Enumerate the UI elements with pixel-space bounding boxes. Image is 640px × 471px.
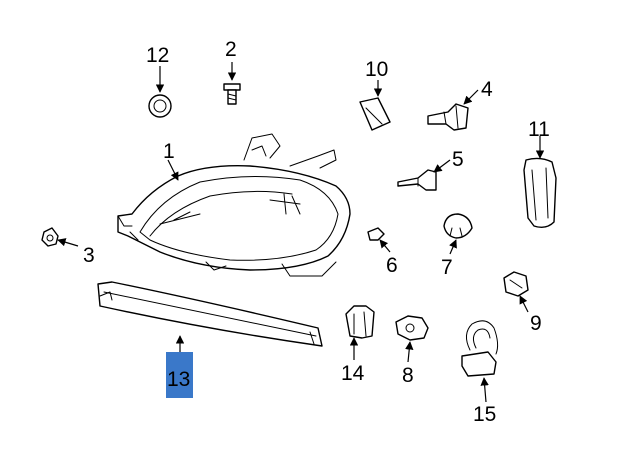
- clip[interactable]: [345, 305, 375, 339]
- callout-numbers: 1 2 3 4 5 6 7 8 9 10 11 12 13 14 15: [83, 38, 550, 426]
- halogen-bulb[interactable]: [427, 103, 469, 131]
- retainer-clip[interactable]: [41, 227, 59, 247]
- bulb-housing[interactable]: [523, 157, 557, 229]
- grommet-ring[interactable]: [148, 94, 172, 118]
- socket[interactable]: [503, 271, 529, 297]
- small-bulb[interactable]: [367, 227, 385, 241]
- callout-3[interactable]: 3: [83, 244, 95, 267]
- leader-lines: [57, 62, 545, 403]
- callout-9[interactable]: 9: [530, 312, 542, 335]
- callout-14[interactable]: 14: [341, 362, 365, 385]
- callout-11[interactable]: 11: [528, 118, 550, 141]
- callout-2[interactable]: 2: [225, 38, 237, 61]
- turn-signal-bulb[interactable]: [443, 213, 473, 239]
- headlamp-assembly[interactable]: [117, 133, 351, 277]
- callout-15[interactable]: 15: [473, 403, 496, 426]
- callout-13-highlight: [166, 352, 193, 398]
- callout-5[interactable]: 5: [452, 148, 464, 171]
- callout-7[interactable]: 7: [441, 256, 453, 279]
- mounting-screw[interactable]: [223, 83, 241, 105]
- adjuster-cap[interactable]: [359, 97, 391, 131]
- callout-13[interactable]: 13: [167, 368, 190, 391]
- lower-trim-strip[interactable]: [97, 281, 323, 347]
- callout-12[interactable]: 12: [146, 44, 169, 67]
- wiring-harness[interactable]: [461, 320, 499, 377]
- side-bulb[interactable]: [397, 169, 437, 191]
- callout-1[interactable]: 1: [163, 140, 175, 163]
- callout-10[interactable]: 10: [365, 58, 388, 81]
- callout-6[interactable]: 6: [386, 254, 398, 277]
- callout-8[interactable]: 8: [402, 364, 414, 387]
- wire-connector[interactable]: [395, 315, 429, 341]
- callout-4[interactable]: 4: [481, 78, 493, 101]
